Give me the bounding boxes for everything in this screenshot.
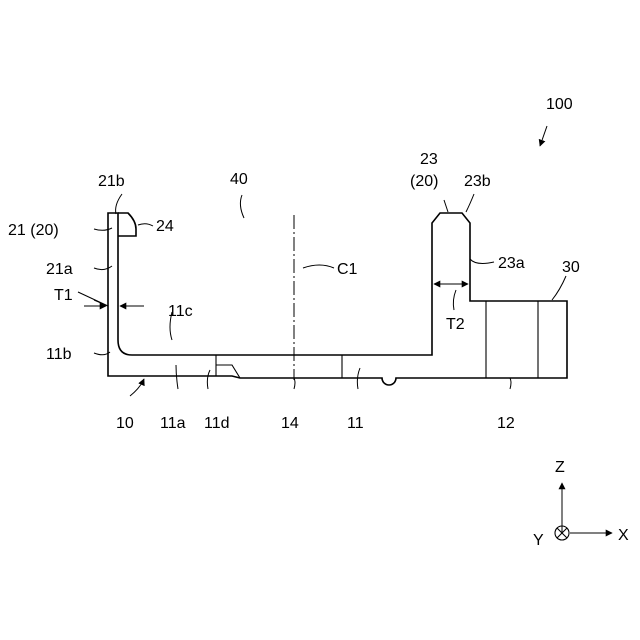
label-21a: 21a — [46, 261, 73, 278]
label-24: 24 — [156, 218, 174, 235]
label-23b: 23b — [464, 173, 491, 190]
protrusion-24 — [118, 213, 136, 236]
coordinate-axes — [555, 483, 612, 540]
label-12: 12 — [497, 415, 515, 432]
part-outline — [108, 213, 567, 385]
axis-label-x: X — [618, 527, 629, 544]
axis-label-z: Z — [555, 459, 565, 476]
label-10: 10 — [116, 415, 134, 432]
label-23: 23 — [420, 151, 438, 168]
label-23a: 23a — [498, 255, 525, 272]
label-11c: 11c — [168, 303, 193, 320]
label-11b: 11b — [46, 346, 72, 363]
label-t2: T2 — [446, 316, 465, 333]
label-11a: 11a — [160, 415, 186, 432]
label-14: 14 — [281, 415, 299, 432]
label-21-20: 21 (20) — [8, 222, 59, 239]
dimension-arrows — [84, 284, 468, 306]
label-30: 30 — [562, 259, 580, 276]
label-40: 40 — [230, 171, 248, 188]
label-11d: 11d — [204, 415, 230, 432]
label-11: 11 — [347, 415, 364, 432]
label-21b: 21b — [98, 173, 125, 190]
label-c1: C1 — [337, 261, 358, 278]
label-23-20: (20) — [410, 173, 438, 190]
axis-label-y: Y — [533, 532, 544, 549]
label-100: 100 — [546, 96, 573, 113]
label-t1: T1 — [54, 287, 73, 304]
